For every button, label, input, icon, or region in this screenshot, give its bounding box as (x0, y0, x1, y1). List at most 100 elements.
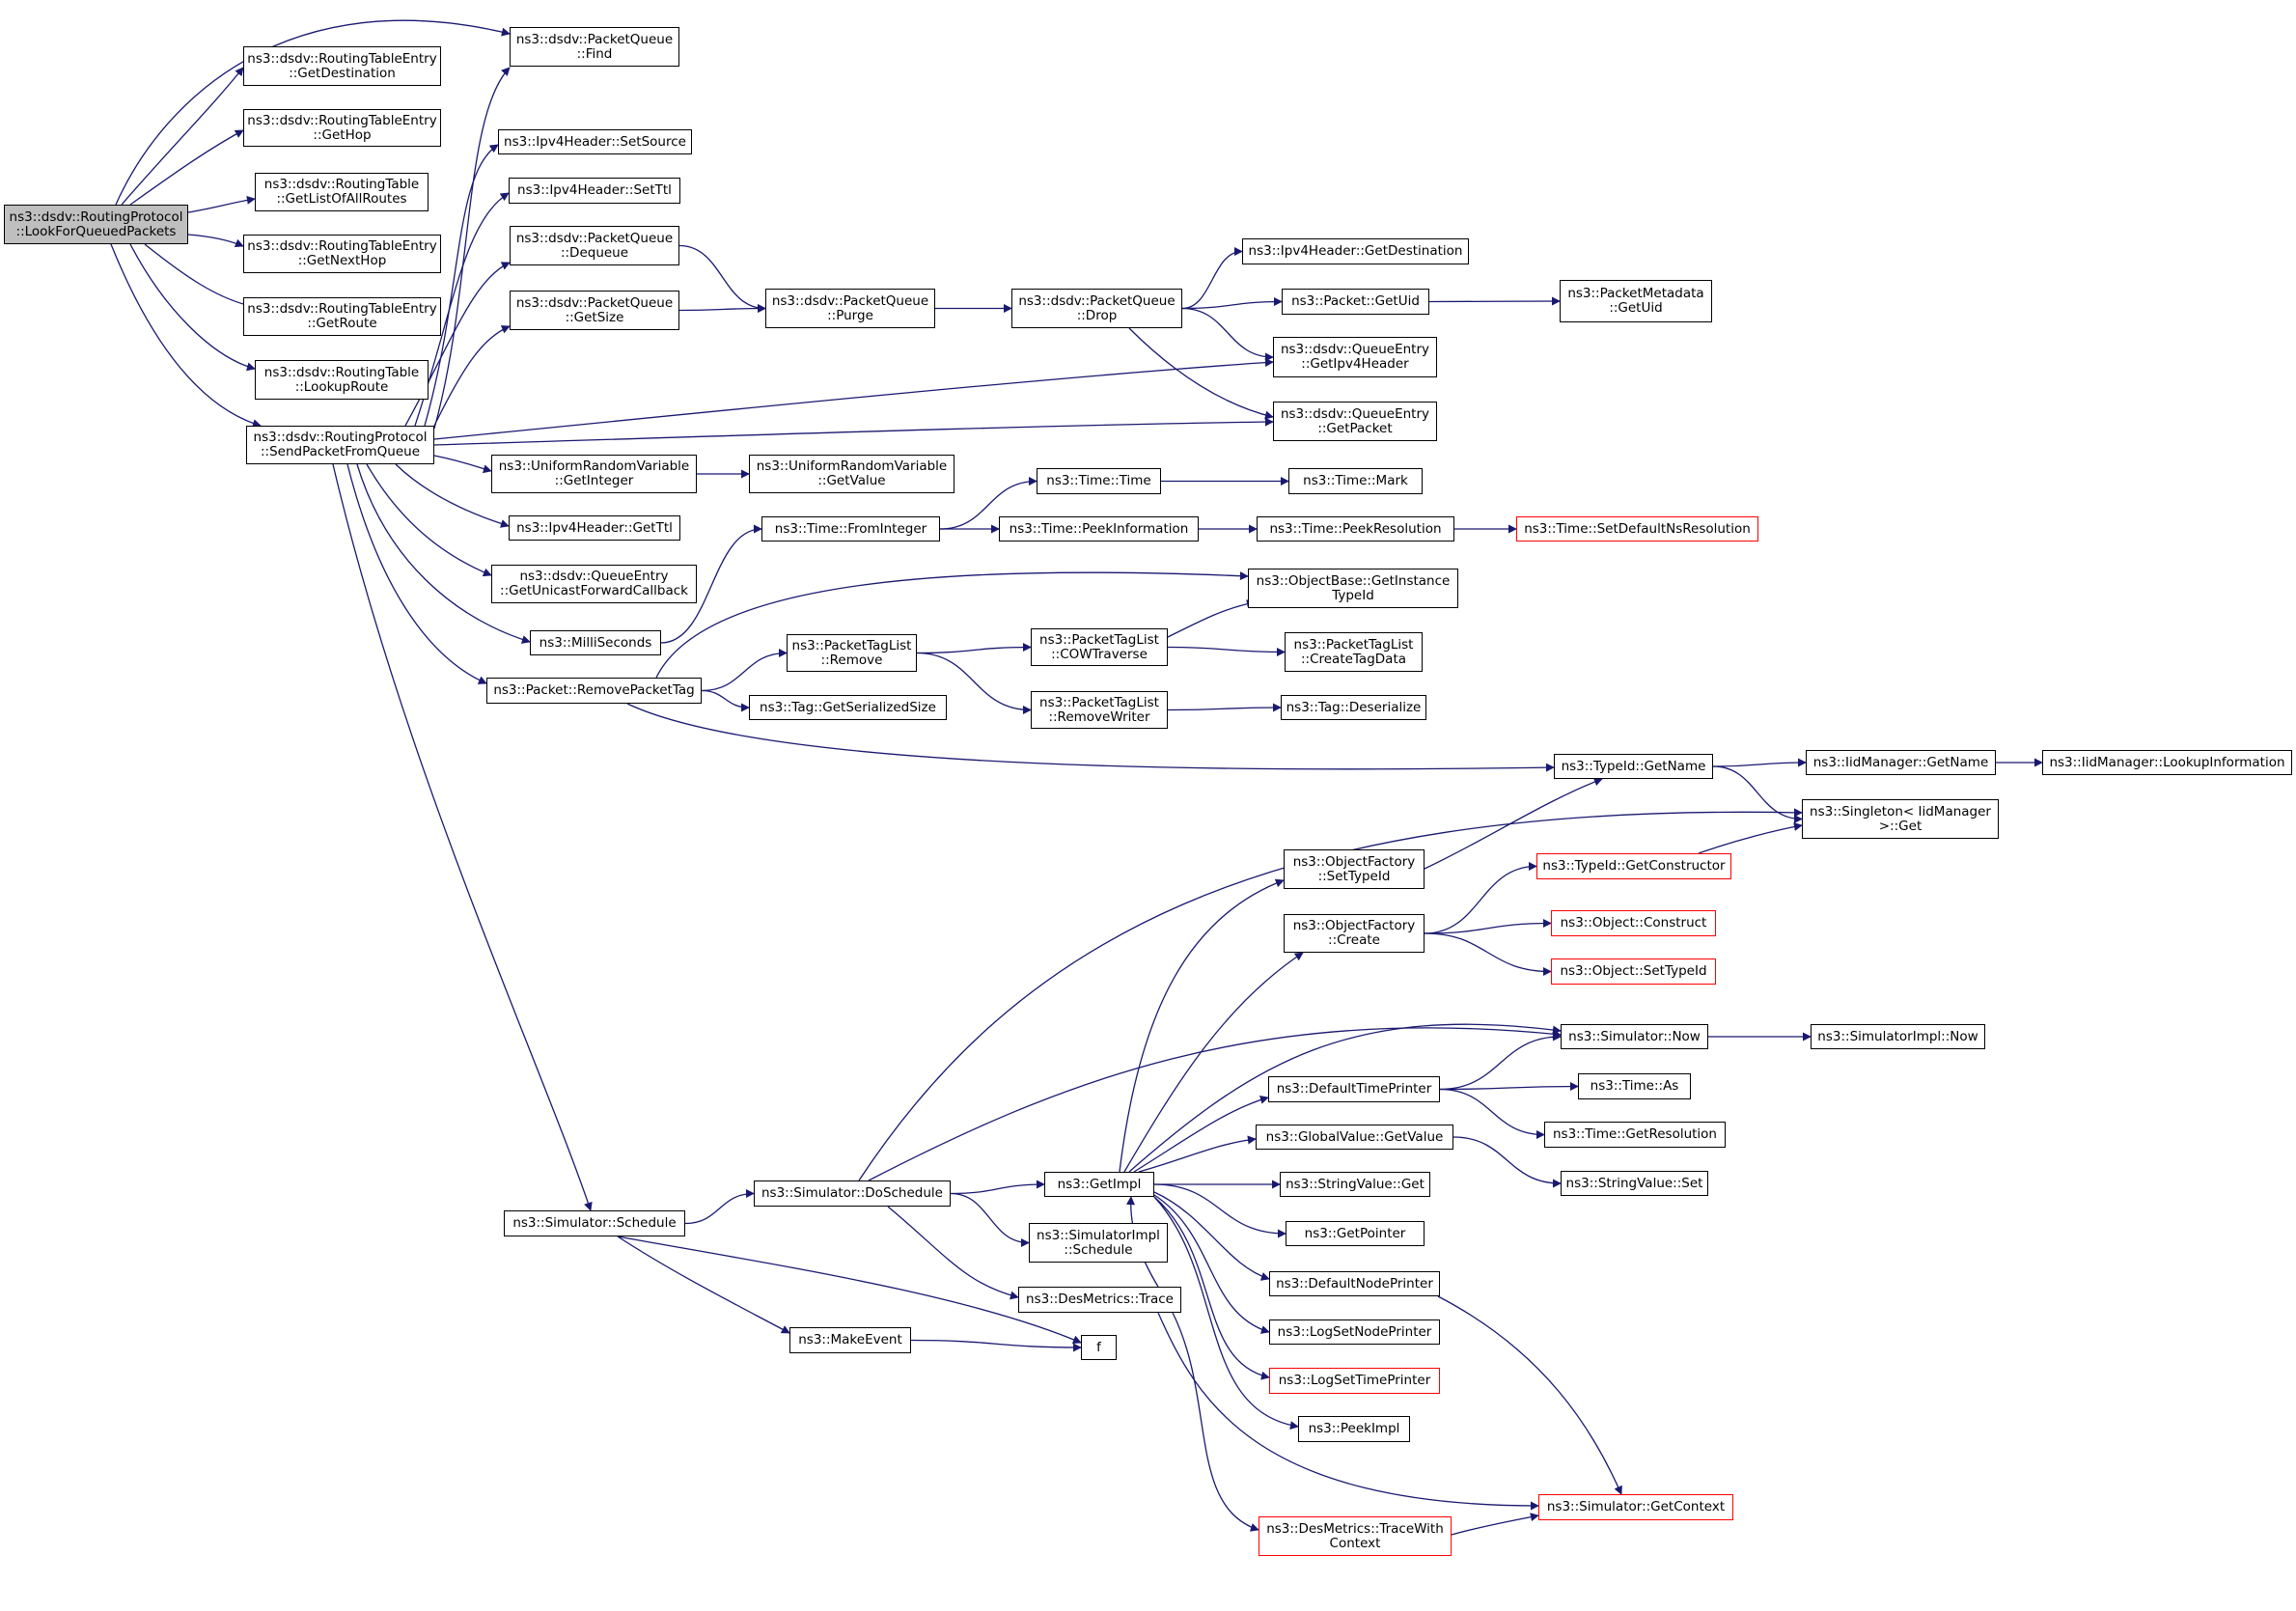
node-time-mark[interactable]: ns3::Time::Mark (1288, 468, 1423, 494)
node-typeid-getname[interactable]: ns3::TypeId::GetName (1554, 754, 1713, 779)
node-time-peekresolution[interactable]: ns3::Time::PeekResolution (1257, 516, 1454, 542)
node-packetqueue-dequeue[interactable]: ns3::dsdv::PacketQueue::Dequeue (510, 226, 679, 265)
node-packettaglist-cowtraverse[interactable]: ns3::PacketTagList::COWTraverse (1031, 628, 1168, 666)
node-label-line: ns3::Time::SetDefaultNsResolution (1524, 520, 1751, 537)
node-time-getresolution[interactable]: ns3::Time::GetResolution (1544, 1122, 1726, 1148)
node-routingtable-lookuproute[interactable]: ns3::dsdv::RoutingTable::LookupRoute (255, 360, 429, 400)
node-uniformrandomvariable-getinteger[interactable]: ns3::UniformRandomVariable::GetInteger (491, 455, 697, 493)
node-packetmetadata-getuid[interactable]: ns3::PacketMetadata::GetUid (1560, 280, 1712, 322)
node-label-line: ns3::PacketMetadata (1567, 286, 1704, 301)
node-packetqueue-purge[interactable]: ns3::dsdv::PacketQueue::Purge (765, 289, 935, 328)
node-defaultnodeprinter[interactable]: ns3::DefaultNodePrinter (1269, 1271, 1440, 1296)
edge-getimpl-to-simnow (1128, 1023, 1562, 1173)
node-label-line: ns3::LogSetTimePrinter (1278, 1373, 1431, 1388)
node-stringvalue-get[interactable]: ns3::StringValue::Get (1280, 1172, 1430, 1197)
node-packettaglist-remove[interactable]: ns3::PacketTagList::Remove (787, 634, 917, 672)
node-peekimpl[interactable]: ns3::PeekImpl (1298, 1416, 1410, 1442)
node-f[interactable]: f (1081, 1335, 1117, 1360)
node-label-line: ns3::PeekImpl (1308, 1421, 1400, 1436)
node-label-line: ns3::PacketTagList (791, 637, 912, 653)
node-label-line: ns3::dsdv::PacketQueue (1018, 292, 1176, 309)
edge-sendpkt-to-simschedule (332, 463, 593, 1211)
node-packetqueue-find[interactable]: ns3::dsdv::PacketQueue::Find (510, 27, 679, 67)
node-label-line: ns3::IidManager::LookupInformation (2049, 754, 2285, 770)
edge-sendpkt-to-pqgetsize (433, 325, 511, 427)
node-objectfactory-settypeid[interactable]: ns3::ObjectFactory::SetTypeId (1284, 849, 1425, 889)
node-iidmanager-getname[interactable]: ns3::IidManager::GetName (1806, 750, 1996, 775)
node-typeid-getconstructor[interactable]: ns3::TypeId::GetConstructor (1536, 853, 1731, 879)
node-label-line: ns3::Packet::GetUid (1291, 293, 1420, 309)
node-time-time[interactable]: ns3::Time::Time (1037, 468, 1161, 494)
node-label-line: ::GetListOfAllRoutes (276, 191, 407, 207)
node-iidmanager-lookupinformation[interactable]: ns3::IidManager::LookupInformation (2042, 750, 2292, 775)
edge-sendpkt-to-pqfind (433, 67, 511, 430)
node-ipv4header-getdestination[interactable]: ns3::Ipv4Header::GetDestination (1242, 238, 1469, 264)
node-stringvalue-set[interactable]: ns3::StringValue::Set (1561, 1171, 1708, 1196)
node-simulatorimpl-schedule[interactable]: ns3::SimulatorImpl::Schedule (1029, 1223, 1168, 1263)
edge-root-to-getnexthop (187, 234, 244, 248)
node-time-as[interactable]: ns3::Time::As (1578, 1073, 1691, 1099)
node-simulator-doschedule[interactable]: ns3::Simulator::DoSchedule (754, 1180, 951, 1207)
node-label-line: ns3::PacketTagList (1039, 631, 1159, 648)
node-object-settypeid[interactable]: ns3::Object::SetTypeId (1551, 958, 1716, 985)
node-globalvalue-getvalue[interactable]: ns3::GlobalValue::GetValue (1256, 1125, 1453, 1150)
node-getimpl[interactable]: ns3::GetImpl (1044, 1172, 1154, 1197)
edge-getimpl-to-deftimeprinter (1133, 1095, 1269, 1173)
node-packet-removepackettag[interactable]: ns3::Packet::RemovePacketTag (486, 678, 702, 704)
node-simulator-schedule[interactable]: ns3::Simulator::Schedule (504, 1210, 685, 1236)
node-packetqueue-getsize[interactable]: ns3::dsdv::PacketQueue::GetSize (510, 291, 679, 330)
node-queueentry-getpacket[interactable]: ns3::dsdv::QueueEntry::GetPacket (1273, 402, 1437, 441)
edge-getimpl-to-getpointer (1153, 1183, 1286, 1238)
node-milliseconds[interactable]: ns3::MilliSeconds (530, 630, 661, 655)
edge-pqdrop-to-pktgetuid (1181, 297, 1283, 310)
node-ipv4header-getttl[interactable]: ns3::Ipv4Header::GetTtl (509, 515, 680, 541)
node-label-line: ns3::Time::FromInteger (774, 520, 927, 537)
node-object-construct[interactable]: ns3::Object::Construct (1551, 910, 1716, 936)
node-label-line: ns3::ObjectBase::GetInstance (1256, 572, 1451, 589)
node-packettaglist-removewriter[interactable]: ns3::PacketTagList::RemoveWriter (1031, 691, 1168, 729)
node-routingtableentry-gethop[interactable]: ns3::dsdv::RoutingTableEntry::GetHop (243, 109, 441, 147)
edge-sendpkt-to-rmpkttag (346, 463, 487, 684)
node-time-peekinformation[interactable]: ns3::Time::PeekInformation (999, 516, 1199, 542)
node-ipv4header-setsource[interactable]: ns3::Ipv4Header::SetSource (498, 129, 692, 154)
edge-root-to-getlist (187, 195, 256, 213)
node-queueentry-getipv4header[interactable]: ns3::dsdv::QueueEntry::GetIpv4Header (1273, 337, 1437, 377)
node-time-frominteger[interactable]: ns3::Time::FromInteger (761, 516, 940, 542)
edge-sendpkt-to-millisec (356, 463, 531, 644)
node-ipv4header-setttl[interactable]: ns3::Ipv4Header::SetTtl (509, 178, 680, 204)
node-routingprotocol-sendpacketfromqueue[interactable]: ns3::dsdv::RoutingProtocol::SendPacketFr… (246, 426, 434, 464)
node-label-line: ::GetPacket (1317, 420, 1393, 436)
node-label-line: ns3::Simulator::DoSchedule (761, 1185, 943, 1201)
node-logsettimeprinter[interactable]: ns3::LogSetTimePrinter (1269, 1368, 1440, 1394)
node-tag-deserialize[interactable]: ns3::Tag::Deserialize (1281, 695, 1426, 720)
node-queueentry-getunicastforwardcallback[interactable]: ns3::dsdv::QueueEntry::GetUnicastForward… (491, 565, 697, 603)
node-label-line: ns3::GetImpl (1057, 1176, 1142, 1192)
edge-getimpl-to-defnodeprinter (1153, 1191, 1270, 1281)
node-makeevent[interactable]: ns3::MakeEvent (789, 1327, 911, 1353)
node-simulatorimpl-now[interactable]: ns3::SimulatorImpl::Now (1811, 1024, 1985, 1049)
node-label-line: ns3::dsdv::PacketQueue (515, 294, 674, 311)
node-packetqueue-drop[interactable]: ns3::dsdv::PacketQueue::Drop (1011, 289, 1182, 328)
node-routingtableentry-getroute[interactable]: ns3::dsdv::RoutingTableEntry::GetRoute (243, 297, 441, 336)
node-simulator-now[interactable]: ns3::Simulator::Now (1561, 1024, 1708, 1049)
edge-ofcreate-to-objsettypeid (1424, 932, 1552, 976)
node-routingtableentry-getdestination[interactable]: ns3::dsdv::RoutingTableEntry::GetDestina… (243, 46, 441, 86)
node-logsetnodeprinter[interactable]: ns3::LogSetNodePrinter (1269, 1319, 1440, 1345)
node-getpointer[interactable]: ns3::GetPointer (1286, 1221, 1425, 1246)
node-label-line: ::LookupRoute (294, 378, 389, 395)
node-time-setdefaultnsresolution[interactable]: ns3::Time::SetDefaultNsResolution (1516, 516, 1758, 542)
node-objectfactory-create[interactable]: ns3::ObjectFactory::Create (1284, 914, 1425, 953)
node-defaulttimeprinter[interactable]: ns3::DefaultTimePrinter (1268, 1076, 1440, 1102)
edge-sendpkt-to-qegetpacket (433, 417, 1274, 446)
node-desmetrics-trace[interactable]: ns3::DesMetrics::Trace (1018, 1287, 1181, 1313)
node-tag-getserializedsize[interactable]: ns3::Tag::GetSerializedSize (749, 695, 947, 720)
node-packettaglist-createtagdata[interactable]: ns3::PacketTagList::CreateTagData (1285, 632, 1423, 672)
node-simulator-getcontext[interactable]: ns3::Simulator::GetContext (1538, 1494, 1733, 1520)
node-uniformrandomvariable-getvalue[interactable]: ns3::UniformRandomVariable::GetValue (749, 455, 954, 493)
node-routingtable-getlistofallroutes[interactable]: ns3::dsdv::RoutingTable::GetListOfAllRou… (255, 173, 429, 211)
node-packet-getuid[interactable]: ns3::Packet::GetUid (1282, 289, 1429, 315)
node-routingtableentry-getnexthop[interactable]: ns3::dsdv::RoutingTableEntry::GetNextHop (243, 235, 441, 273)
node-singleton-iidmanager-get[interactable]: ns3::Singleton< IidManager >::Get (1802, 799, 1999, 839)
